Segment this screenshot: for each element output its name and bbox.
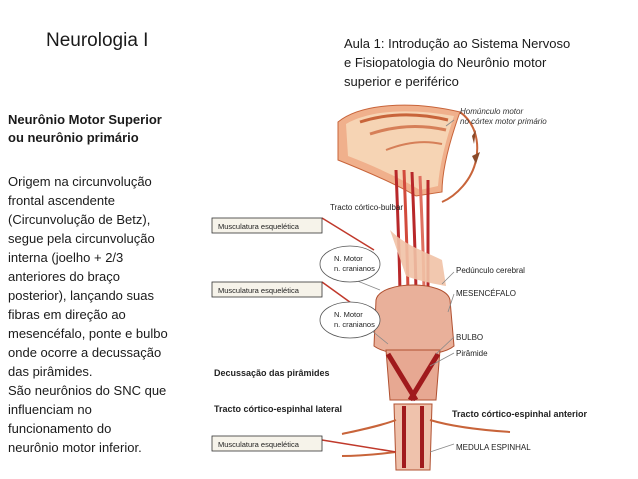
heading-line: ou neurônio primário (8, 130, 139, 145)
n-motor-label: N. Motor (334, 310, 363, 319)
body-line: mesencéfalo, ponte e bulbo (8, 326, 168, 341)
heading-line: Neurônio Motor Superior (8, 112, 162, 127)
tracto-corticobulbar-label: Tracto córtico-bulbar (330, 203, 403, 212)
tracto-lateral-label: Tracto córtico-espinhal lateral (214, 404, 342, 414)
page-title: Neurologia I (46, 30, 149, 51)
tracto-anterior-label: Tracto córtico-espinhal anterior (452, 409, 588, 419)
body-line: interna (joelho + 2/3 (8, 250, 124, 265)
body-line: posterior), lançando suas (8, 288, 154, 303)
body-line: funcionamento do (8, 421, 112, 436)
homunculo-label: Homúnculo motor (460, 107, 523, 116)
musculatura-box (211, 217, 323, 234)
decussacao-label: Decussação das pirâmides (214, 368, 330, 378)
motor-nucleus-circle (319, 245, 381, 283)
motor-nucleus-circle (319, 301, 381, 339)
subtitle-line: e Fisiopatologia do Neurônio motor (344, 55, 547, 70)
medula-label: MEDULA ESPINHAL (456, 443, 531, 452)
body-line: influenciam no (8, 402, 92, 417)
musculatura-label: Musculatura esquelética (218, 440, 300, 449)
musculatura-box (211, 281, 323, 298)
body-line: São neurônios do SNC que (8, 383, 167, 398)
motor-pathway-illustration: Homúnculo motor no córtex motor primário… (211, 104, 588, 471)
body-line: frontal ascendente (8, 193, 115, 208)
section-heading: Neurônio Motor Superior ou neurônio prim… (8, 111, 208, 147)
subtitle-line: Aula 1: Introdução ao Sistema Nervoso (344, 36, 571, 51)
pedunculo-label: Pedúnculo cerebral (456, 266, 525, 275)
musculatura-label: Musculatura esquelética (218, 286, 300, 295)
musculatura-label: Musculatura esquelética (218, 222, 300, 231)
body-line: neurônio motor inferior. (8, 440, 142, 455)
body-line: onde ocorre a decussação (8, 345, 162, 360)
body-line: das pirâmides. (8, 364, 93, 379)
lecture-subtitle: Aula 1: Introdução ao Sistema Nervoso e … (344, 34, 624, 91)
n-motor-label: n. cranianos (334, 320, 375, 329)
body-line: fibras em direção ao (8, 307, 126, 322)
n-motor-label: n. cranianos (334, 264, 375, 273)
mesencefalo-label: MESENCÉFALO (456, 289, 516, 298)
n-motor-label: N. Motor (334, 254, 363, 263)
section-body: Origem na circunvolução frontal ascenden… (8, 172, 213, 457)
body-line: segue pela circunvolução (8, 231, 155, 246)
body-line: Origem na circunvolução (8, 174, 152, 189)
piramide-label: Pirâmide (456, 349, 488, 358)
brain-cortex-illustration (337, 104, 480, 203)
body-line: anteriores do braço (8, 269, 121, 284)
musculatura-box (211, 435, 323, 452)
subtitle-line: superior e periférico (344, 74, 459, 89)
bulbo-label: BULBO (456, 333, 483, 342)
homunculo-label: no córtex motor primário (460, 117, 547, 126)
body-line: (Circunvolução de Betz), (8, 212, 151, 227)
